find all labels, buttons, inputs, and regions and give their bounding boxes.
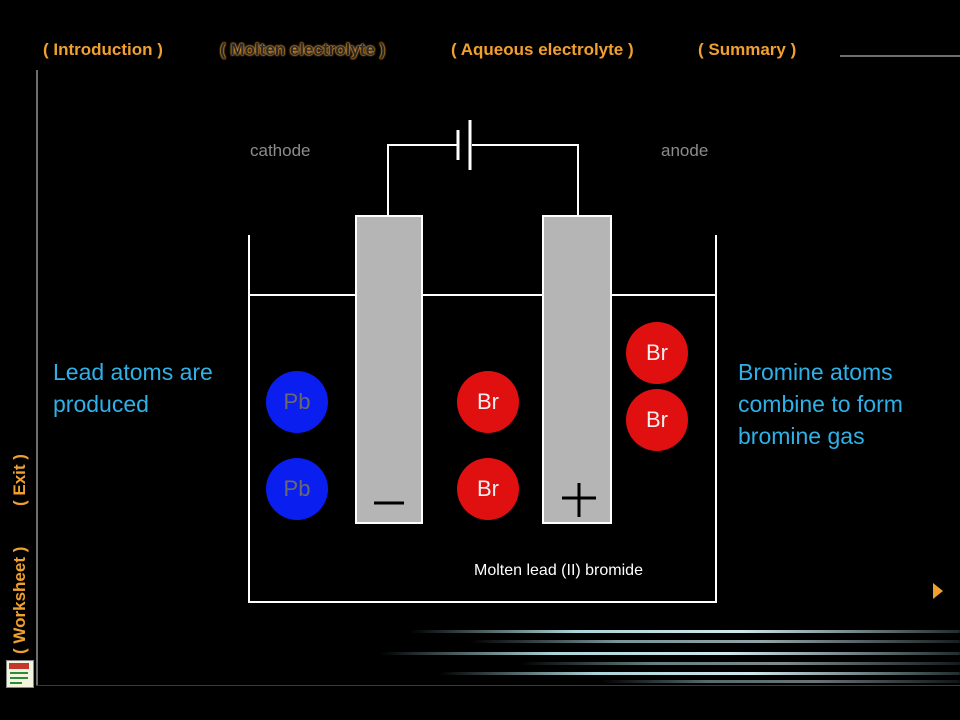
nav-summary[interactable]: ( Summary ): [698, 40, 797, 59]
br-ion: Br: [457, 371, 519, 433]
frame-left-line: [36, 70, 38, 685]
br-atom: Br: [626, 389, 688, 451]
cathode-label: cathode: [250, 141, 311, 160]
br-atom: Br: [626, 322, 688, 384]
pb-atom: Pb: [266, 458, 328, 520]
nav-aqueous-electrolyte[interactable]: ( Aqueous electrolyte ): [451, 40, 634, 59]
external-circuit-wire: [387, 144, 579, 215]
ion-symbol: Pb: [283, 476, 311, 501]
left-caption-line: Lead atoms are: [53, 359, 213, 385]
br-ion: Br: [457, 458, 519, 520]
cathode-electrode: [355, 215, 423, 524]
frame-top-line: [840, 55, 960, 57]
anode-label: anode: [661, 141, 709, 160]
frame-bottom-line: [36, 685, 960, 686]
ion-symbol: Br: [477, 476, 499, 501]
next-arrow-icon[interactable]: [931, 582, 945, 600]
left-caption-line: produced: [53, 391, 149, 417]
pb-atom: Pb: [266, 371, 328, 433]
ion-symbol: Pb: [283, 389, 311, 414]
left-caption: Lead atoms are produced: [53, 356, 213, 420]
electrolyte-label: Molten lead (II) bromide: [474, 562, 643, 579]
ion-symbol: Br: [646, 407, 668, 432]
word-document-icon[interactable]: [6, 660, 34, 688]
right-caption: Bromine atoms combine to form bromine ga…: [738, 356, 903, 452]
ion-symbol: Br: [477, 389, 499, 414]
ion-symbol: Br: [646, 340, 668, 365]
right-caption-line: bromine gas: [738, 423, 865, 449]
nav-introduction[interactable]: ( Introduction ): [43, 40, 163, 59]
right-caption-line: Bromine atoms: [738, 359, 893, 385]
beaker: [248, 235, 717, 603]
battery-icon: [456, 120, 472, 170]
minus-sign-icon: [374, 501, 404, 505]
plus-sign-icon: [562, 483, 596, 517]
nav-molten-electrolyte[interactable]: ( Molten electrolyte ): [220, 40, 386, 59]
anode-electrode: [542, 215, 612, 524]
right-caption-line: combine to form: [738, 391, 903, 417]
